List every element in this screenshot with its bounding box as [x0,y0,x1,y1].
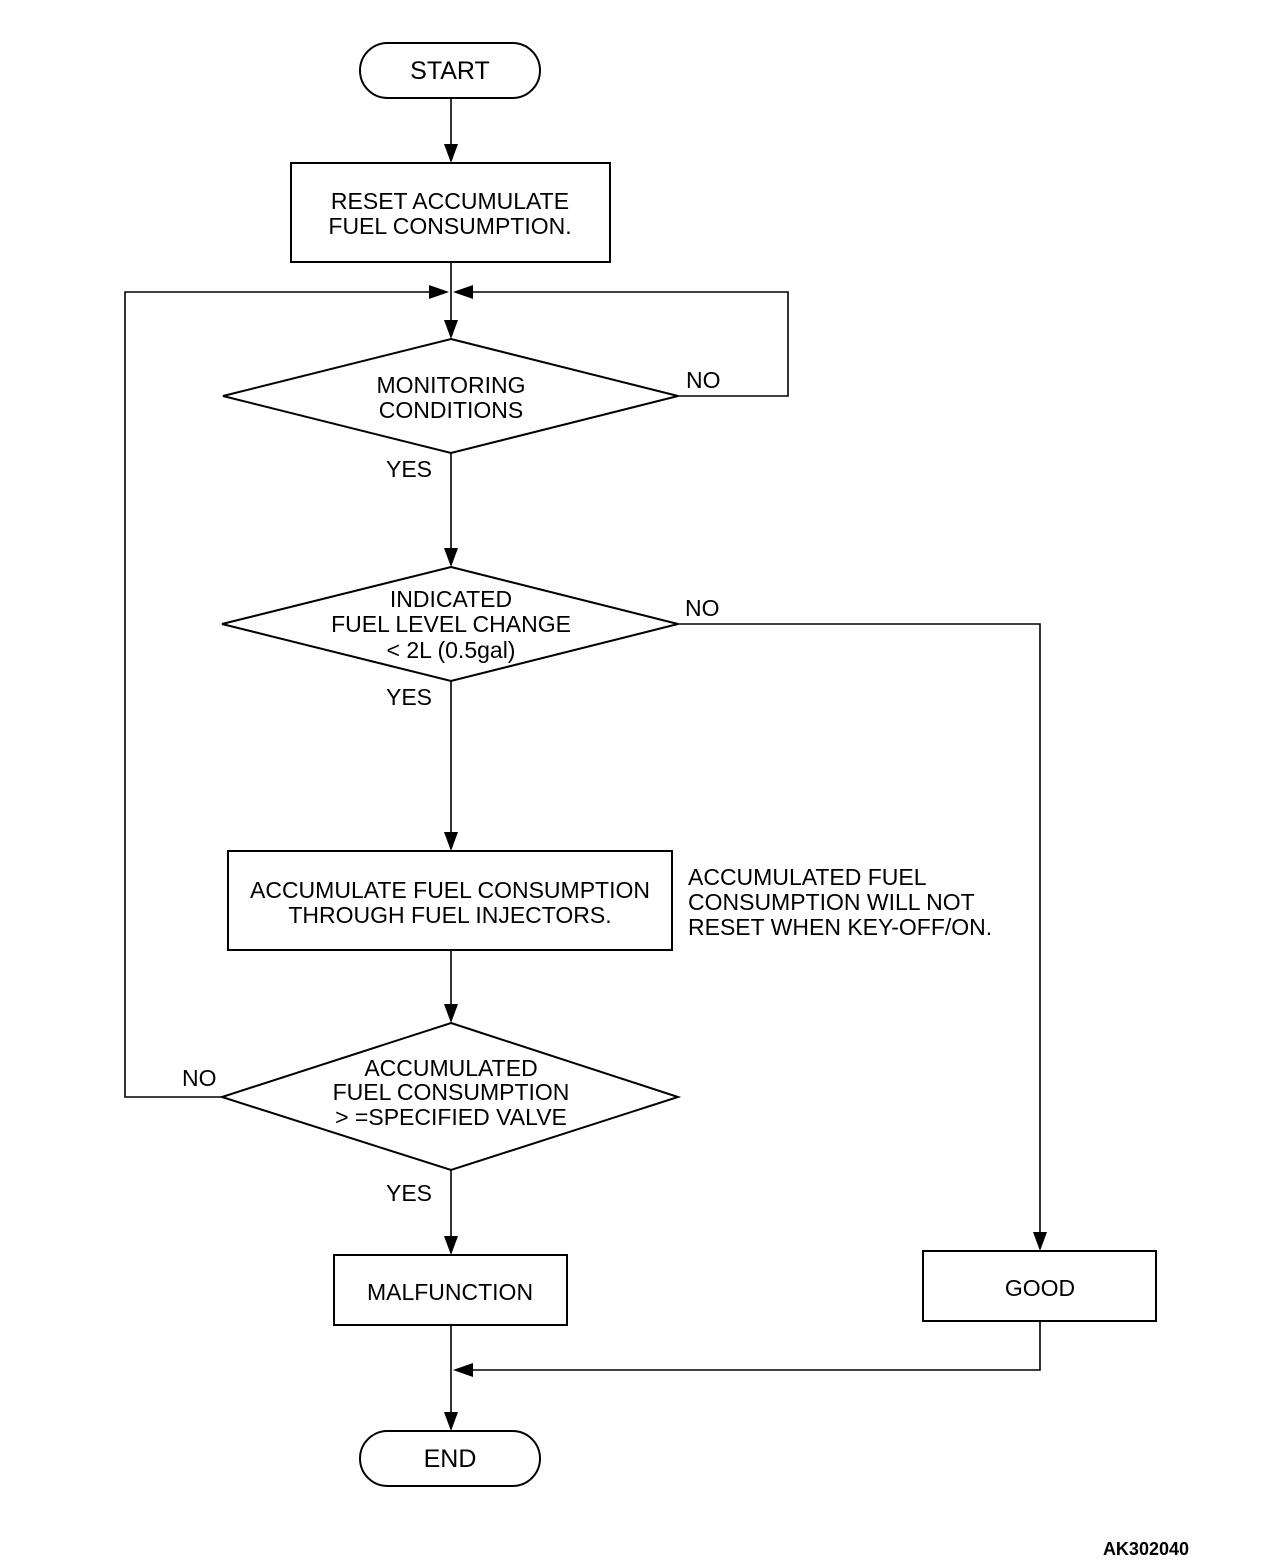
accumulate-line-1: ACCUMULATE FUEL CONSUMPTION [250,877,650,903]
fuel-level-no-label: NO [685,595,720,621]
reset-box [290,162,611,263]
arrowhead [429,285,449,299]
specified-no-label: NO [182,1065,217,1091]
arrowhead [444,144,458,163]
figure-code: AK302040 [1103,1539,1189,1559]
note-line-2: CONSUMPTION WILL NOT [688,889,975,915]
end-label: END [424,1445,477,1473]
arrowhead [1033,1232,1047,1251]
malfunction-box: MALFUNCTION [333,1254,568,1326]
end-shape [359,1430,541,1487]
fuel-level-line-2: FUEL LEVEL CHANGE [331,611,571,637]
fuel-level-diamond [221,565,679,683]
specified-decision: ACCUMULATED FUEL CONSUMPTION > =SPECIFIE… [182,1021,682,1206]
reset-line-2: FUEL CONSUMPTION. [328,213,571,239]
specified-diamond [218,1021,682,1172]
fuel-level-line-1: INDICATED [390,586,512,612]
edge-good-end [470,1321,1041,1371]
arrowhead [444,548,458,567]
good-label: GOOD [1005,1275,1075,1301]
edge-monitoring-no-loop [470,291,789,397]
start-terminal: START [359,42,541,99]
connectors [124,98,1047,1431]
note-line-1: ACCUMULATED FUEL [688,864,927,890]
reset-line-1: RESET ACCUMULATE [331,188,569,214]
fuel-level-yes-label: YES [386,684,432,710]
monitoring-diamond [222,337,679,455]
start-shape [359,42,541,99]
accumulate-note: ACCUMULATED FUEL CONSUMPTION WILL NOT RE… [688,864,992,940]
malfunction-shape [333,1254,568,1326]
arrowhead [444,1004,458,1023]
accumulate-line-2: THROUGH FUEL INJECTORS. [288,902,611,928]
end-terminal: END [359,1430,541,1487]
arrowhead [444,1412,458,1431]
monitoring-decision: MONITORING CONDITIONS NO YES [222,337,721,482]
note-line-3: RESET WHEN KEY-OFF/ON. [688,914,992,940]
monitoring-no-label: NO [686,367,721,393]
arrowhead [444,1236,458,1255]
good-shape [922,1250,1157,1322]
start-label: START [410,57,490,85]
specified-yes-label: YES [386,1180,432,1206]
arrowhead [444,832,458,851]
arrowhead [453,1363,473,1377]
fuel-level-decision: INDICATED FUEL LEVEL CHANGE < 2L (0.5gal… [221,565,720,710]
monitoring-line-2: CONDITIONS [379,397,523,423]
arrowhead [453,285,473,299]
edge-specified-no-loop [124,291,432,1098]
accumulate-box [227,850,673,951]
good-box: GOOD [922,1250,1157,1322]
accumulate-process: ACCUMULATE FUEL CONSUMPTION THROUGH FUEL… [227,850,673,951]
specified-line-3: > =SPECIFIED VALVE [335,1104,567,1130]
reset-process: RESET ACCUMULATE FUEL CONSUMPTION. [290,162,611,263]
edge-fuel-level-no [678,623,1041,1236]
monitoring-line-1: MONITORING [376,372,525,398]
fuel-level-line-3: < 2L (0.5gal) [387,637,516,663]
specified-line-1: ACCUMULATED [364,1055,537,1081]
specified-line-2: FUEL CONSUMPTION [333,1079,570,1105]
monitoring-yes-label: YES [386,456,432,482]
arrowhead [444,320,458,339]
malfunction-label: MALFUNCTION [367,1279,533,1305]
